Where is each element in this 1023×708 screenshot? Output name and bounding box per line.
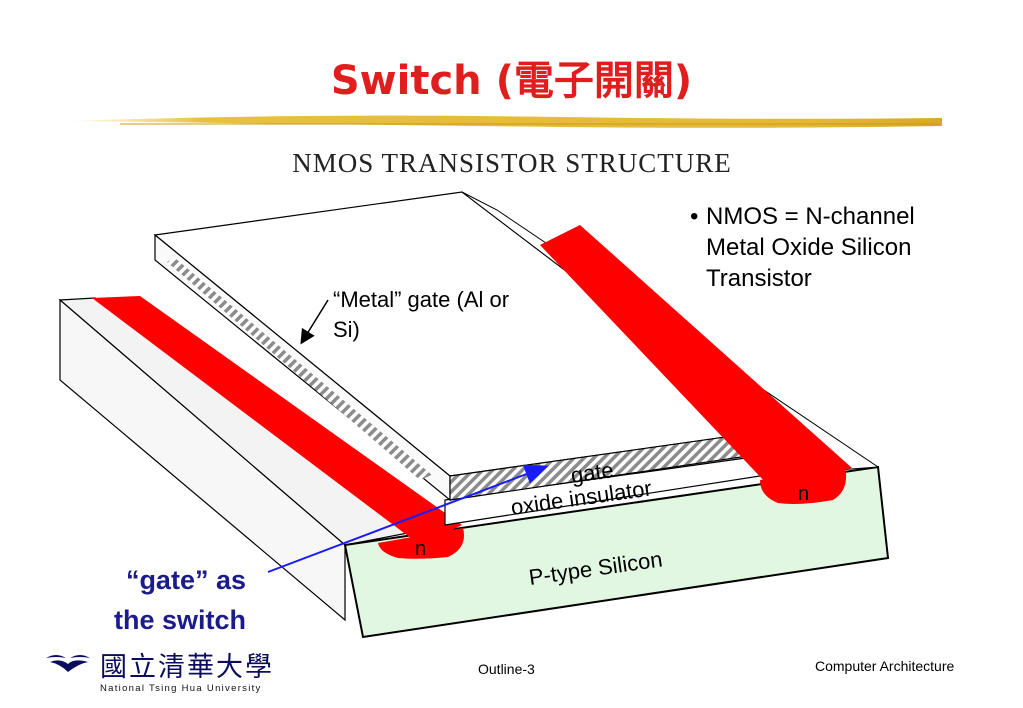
caption-line-2: the switch — [113, 605, 246, 635]
bullet-line-1: NMOS = N-channel — [706, 203, 915, 230]
footer-page-label: Outline-3 — [478, 661, 535, 677]
bullet-line-2: Metal Oxide Silicon — [706, 234, 911, 261]
metal-gate-label-line1: “Metal” gate (Al or — [333, 287, 509, 312]
bullet-marker: • — [690, 203, 698, 230]
gate-label: gate — [569, 457, 615, 488]
university-name-en: National Tsing Hua University — [100, 683, 262, 694]
right-n-diffusion — [461, 191, 880, 504]
university-name-zh: 國立清華大學 — [100, 652, 274, 683]
n-right-label: n — [798, 483, 809, 505]
metal-gate — [153, 191, 777, 502]
n-left-label: n — [415, 538, 426, 560]
gate-switch-arrow — [267, 464, 549, 573]
diagram-heading: NMOS TRANSISTOR STRUCTURE — [292, 148, 732, 178]
metal-gate-pointer-arrow — [300, 299, 329, 345]
bullet-line-3: Transistor — [706, 265, 812, 292]
caption-line-1: “gate” as — [125, 565, 246, 595]
footer-course-name: Computer Architecture — [815, 658, 955, 674]
university-logo-icon — [46, 655, 90, 672]
title-underline — [70, 115, 942, 128]
left-n-diffusion — [92, 296, 464, 559]
metal-gate-label-line2: Si) — [333, 317, 360, 342]
slide-title: Switch (電子開關) — [330, 58, 693, 104]
